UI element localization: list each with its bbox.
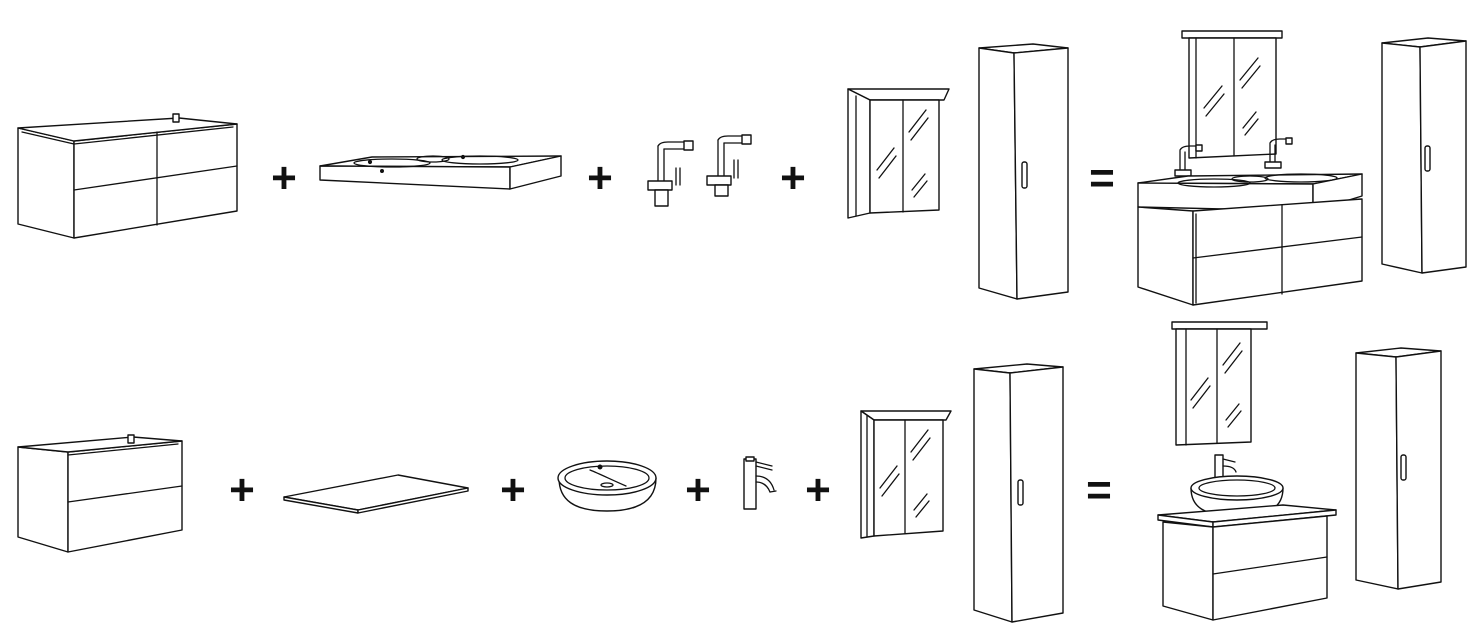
flat-countertop-icon <box>283 474 469 514</box>
plus-operator: + <box>685 466 711 515</box>
assembled-double-vanity-icon <box>1137 30 1363 306</box>
mirror-cabinet-icon <box>847 88 950 219</box>
plus-operator: + <box>780 154 806 203</box>
plus-operator: + <box>271 154 297 203</box>
vanity-cabinet-4-drawer-icon <box>17 113 238 239</box>
plus-operator: + <box>500 466 526 515</box>
plus-operator: + <box>587 154 613 203</box>
plus-operator: + <box>805 466 831 515</box>
mirror-cabinet-icon <box>860 410 952 539</box>
tall-column-cabinet-icon <box>1355 347 1442 590</box>
double-basin-countertop-icon <box>319 154 562 190</box>
mixer-tap-icon <box>706 134 752 197</box>
tall-column-cabinet-icon <box>978 43 1069 300</box>
vessel-basin-icon <box>557 460 657 512</box>
plus-operator: + <box>229 466 255 515</box>
vanity-cabinet-2-drawer-icon <box>17 434 183 553</box>
equals-operator: = <box>1089 154 1115 203</box>
equals-operator: = <box>1086 466 1112 515</box>
mixer-tap-icon <box>647 140 694 207</box>
tall-column-cabinet-icon <box>1381 37 1467 274</box>
basin-tap-icon <box>743 456 777 510</box>
tall-column-cabinet-icon <box>973 363 1064 623</box>
assembled-single-vanity-icon <box>1157 321 1337 621</box>
